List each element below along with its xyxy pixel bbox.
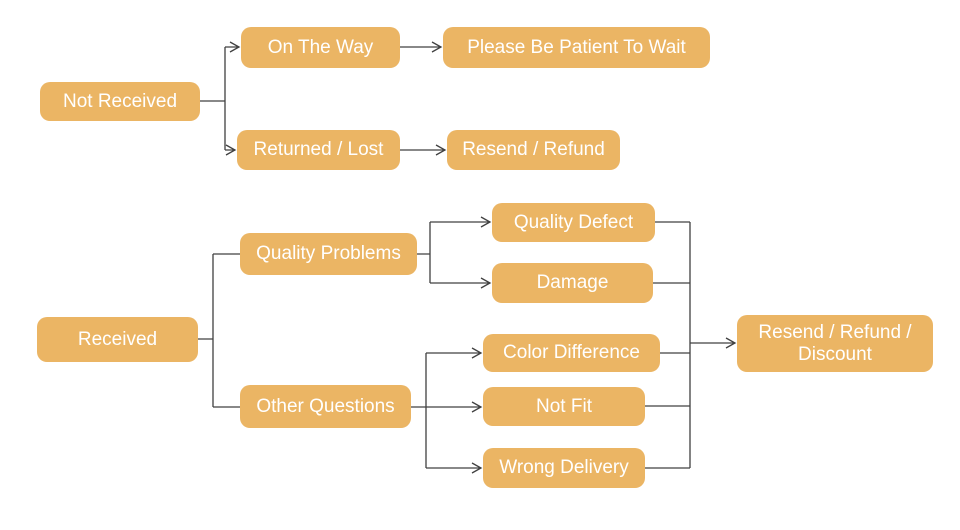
node-resend-refund-discount: Resend / Refund / Discount bbox=[737, 315, 933, 372]
node-not-fit: Not Fit bbox=[483, 387, 645, 426]
node-resend-refund: Resend / Refund bbox=[447, 130, 620, 170]
node-received: Received bbox=[37, 317, 198, 362]
node-other-questions: Other Questions bbox=[240, 385, 411, 428]
node-quality-defect: Quality Defect bbox=[492, 203, 655, 242]
node-quality-problems: Quality Problems bbox=[240, 233, 417, 275]
node-not-received: Not Received bbox=[40, 82, 200, 121]
node-color-difference: Color Difference bbox=[483, 334, 660, 372]
arrowhead-icons bbox=[225, 41, 737, 474]
node-damage: Damage bbox=[492, 263, 653, 303]
node-please-be-patient-to-wait: Please Be Patient To Wait bbox=[443, 27, 710, 68]
node-on-the-way: On The Way bbox=[241, 27, 400, 68]
node-returned-lost: Returned / Lost bbox=[237, 130, 400, 170]
edge-lines bbox=[198, 46, 735, 469]
node-wrong-delivery: Wrong Delivery bbox=[483, 448, 645, 488]
